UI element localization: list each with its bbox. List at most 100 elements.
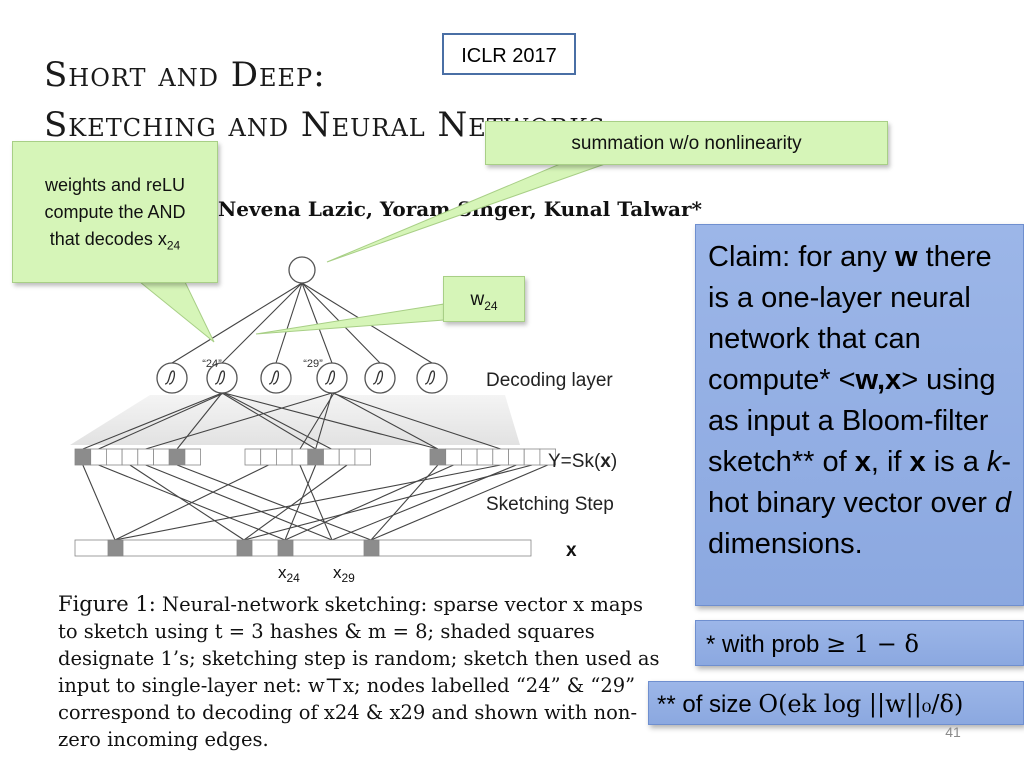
input-cell-shaded: [107, 539, 124, 557]
sketching-edge: [370, 464, 548, 541]
node-label-29: “29”: [303, 358, 323, 370]
sketch-cell: [137, 448, 154, 466]
decoding-edge: [315, 392, 333, 450]
sketch-cell: [354, 448, 371, 466]
decoding-nodes: [156, 362, 448, 394]
sketching-step-label: Sketching Step: [486, 494, 614, 515]
decoding-edge: [223, 392, 332, 450]
sketching-edge: [243, 464, 533, 541]
sketch-output-label: Y=Sk(x): [548, 451, 617, 472]
sketch-cell: [323, 448, 340, 466]
sketch-cell: [476, 448, 494, 466]
paper-title-line-1: Short and Deep:: [44, 55, 326, 95]
input-vector-label: x: [566, 540, 577, 561]
sketching-edge: [98, 464, 286, 541]
caption-line-6: zero incoming edges.: [58, 728, 269, 751]
sigmoid-icon: [424, 370, 436, 385]
sketch-cell: [445, 448, 462, 466]
decoding-edge: [221, 392, 316, 450]
input-cell-shaded: [363, 539, 380, 557]
footnote-probability: * with prob ≥ 1 − δ: [695, 620, 1024, 666]
sigmoid-icon: [372, 370, 384, 385]
summation-callout: summation w/o nonlinearity: [485, 121, 888, 165]
sigmoid-icon: [268, 370, 280, 385]
input-cell-shaded: [236, 539, 253, 557]
decoding-edge: [176, 392, 223, 450]
output-edge: [221, 282, 303, 364]
output-edge: [301, 282, 381, 364]
decoding-fan-shade: [70, 395, 520, 445]
sketching-edge: [284, 464, 454, 541]
sketch-cell: [429, 448, 447, 466]
decoding-edge: [331, 392, 501, 450]
sketching-edges: [82, 464, 548, 541]
sketch-cell: [168, 448, 186, 466]
output-edge: [171, 282, 303, 364]
sketch-cell: [508, 448, 525, 466]
sketch-cell: [74, 448, 92, 466]
sketch-cell: [307, 448, 324, 466]
sketch-cell: [275, 448, 293, 466]
sketch-cell: [291, 448, 309, 466]
sketching-edge: [114, 464, 501, 541]
page-number: 41: [945, 724, 961, 740]
caption-line-2: to sketch using t = 3 hashes & m = 8; sh…: [58, 620, 595, 643]
input-cell-shaded: [277, 539, 294, 557]
output-edge: [301, 282, 333, 364]
w24-callout: w24: [443, 276, 525, 322]
sketch-cell: [90, 448, 107, 466]
sketching-edge: [370, 464, 439, 541]
output-edge: [275, 282, 303, 364]
caption-line-4: input to single-layer net: w⊤x; nodes la…: [58, 674, 636, 697]
sketching-edge: [176, 464, 372, 541]
decoding-node: [156, 362, 188, 394]
decoding-layer-label: Decoding layer: [486, 370, 613, 391]
sketch-cell: [121, 448, 139, 466]
sketch-cell: [539, 448, 556, 466]
sketching-edge: [284, 464, 317, 541]
sigmoid-icon: [214, 370, 226, 385]
decoding-edge: [299, 392, 335, 450]
decoding-node: [364, 362, 396, 394]
sketch-vector: [74, 448, 556, 466]
decoding-edges: [82, 392, 501, 450]
caption-line-1: Figure 1: Neural-network sketching: spar…: [58, 592, 643, 616]
decoding-edge: [82, 392, 223, 450]
caption-line-3: designate 1’s; sketching step is random;…: [58, 647, 660, 670]
input-vector-bar: [74, 539, 532, 557]
decoding-node: [260, 362, 292, 394]
venue-box: ICLR 2017: [442, 33, 576, 75]
sketch-cell: [153, 448, 170, 466]
paper-authors: Nevena Lazic, Yoram Singer, Kunal Talwar…: [218, 197, 702, 221]
weights-callout-line-1: weights and reLU: [44, 175, 186, 195]
decoding-edge: [98, 392, 225, 450]
decoding-node: [206, 362, 238, 394]
sketch-cell: [492, 448, 509, 466]
decoding-node: [316, 362, 348, 394]
claim-box: Claim: for any w there is a one-layer ne…: [695, 224, 1024, 606]
decoding-node: [416, 362, 448, 394]
sigmoid-icon: [324, 370, 336, 385]
decoding-edge: [223, 392, 438, 450]
caption-line-5: correspond to decoding of x24 & x29 and …: [58, 701, 638, 724]
weights-callout-line-2: compute the AND: [44, 202, 186, 222]
sketching-edge: [145, 464, 333, 541]
sketching-network-diagram: “24” “29” Decoding layer Y=Sk(x) Sketchi…: [70, 256, 617, 585]
weights-callout-line-3: that decodes x24: [49, 229, 181, 253]
input-vector: [74, 539, 532, 557]
output-edges: [171, 282, 433, 364]
sketching-edge: [331, 464, 517, 541]
figure-caption: Figure 1: Neural-network sketching: spar…: [58, 591, 660, 753]
x24-label: x24: [278, 563, 300, 585]
sketching-edge: [129, 464, 245, 541]
output-node: [288, 256, 316, 284]
sketch-cell: [106, 448, 123, 466]
sketching-edge: [299, 464, 333, 541]
sketching-edge: [82, 464, 116, 541]
footnote-size: ** of size O(ek log ||w||₀/δ): [648, 681, 1024, 725]
decoding-edge: [145, 392, 333, 450]
sketch-cell: [338, 448, 356, 466]
sigmoid-icon: [164, 370, 176, 385]
sketch-cell: [244, 448, 262, 466]
x29-label: x29: [333, 563, 355, 585]
